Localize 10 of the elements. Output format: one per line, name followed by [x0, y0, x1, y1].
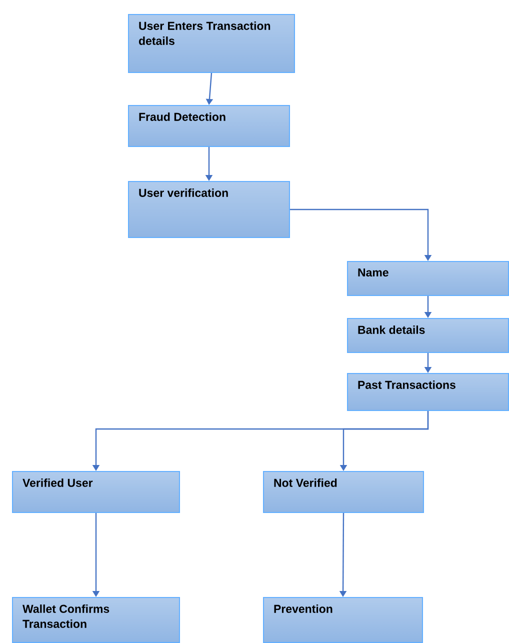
process-box: Fraud Detection: [128, 105, 290, 147]
process-box: Verified User: [12, 471, 180, 513]
process-box: Not Verified: [263, 471, 424, 513]
process-box: Name: [347, 261, 509, 296]
process-box: User verification: [128, 181, 290, 238]
process-box: Wallet Confirms Transaction: [12, 597, 180, 643]
process-box: Past Transactions: [347, 373, 509, 411]
process-box: Prevention: [263, 597, 423, 643]
process-box: Bank details: [347, 318, 509, 353]
process-box: User Enters Transaction details: [128, 14, 295, 73]
